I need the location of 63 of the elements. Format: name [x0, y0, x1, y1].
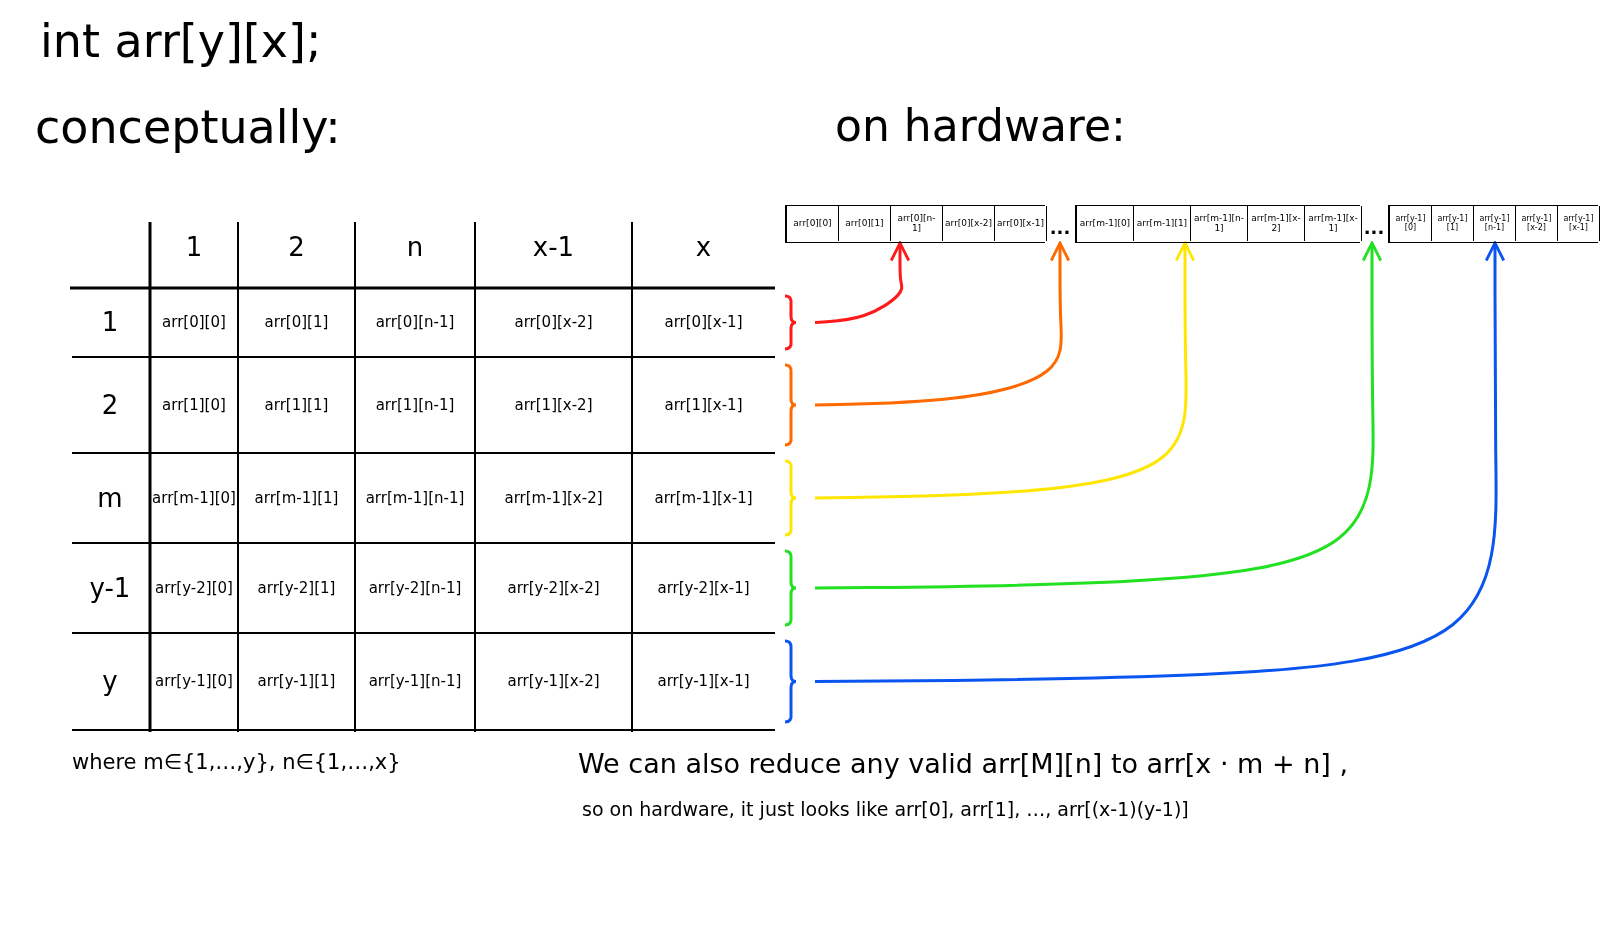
heading: conceptually: — [35, 100, 341, 154]
column-header: x-1 — [531, 232, 576, 262]
table-cell-text: arr[m-1][1] — [253, 487, 340, 509]
table-cell-text: arr[1][x-2] — [513, 394, 594, 416]
memory-cell: arr[0][n-1] — [891, 206, 943, 241]
table-cell-text: arr[m-1][x-1] — [653, 487, 754, 509]
table-cell-text: arr[y-2][1] — [256, 577, 337, 599]
memory-cell: arr[m-1][0] — [1077, 206, 1134, 241]
memory-cell: arr[y-1][x-1] — [1558, 206, 1600, 241]
column-header: x — [694, 232, 713, 262]
row-header: 2 — [100, 388, 120, 422]
table-cell-text: arr[m-1][x-2] — [503, 487, 604, 509]
memory-cell: arr[y-1][n-1] — [1474, 206, 1516, 241]
table-cell-text: arr[1][0] — [161, 394, 227, 416]
arrow — [814, 241, 911, 324]
memory-cell: arr[0][0] — [787, 206, 839, 241]
table-cell-text: arr[y-1][0] — [154, 671, 234, 693]
column-header: 2 — [287, 232, 306, 262]
memory-cell: arr[y-1][0] — [1390, 206, 1432, 241]
memory-cell: arr[m-1][x-2] — [1248, 206, 1305, 241]
title: int arr[y][x]; — [40, 14, 322, 68]
column-header: 1 — [184, 232, 204, 262]
memory-cell: arr[y-1][x-2] — [1516, 206, 1558, 241]
memory-cell: arr[0][x-1] — [995, 206, 1047, 241]
note: so on hardware, it just looks like arr[0], arr[1], …, arr[(x-1)(y-1)] — [582, 798, 1189, 820]
table-cell-text: arr[0][1] — [263, 312, 330, 334]
table-cell-text: arr[0][n-1] — [374, 312, 456, 334]
table-cell-text: arr[m-1][n-1] — [364, 487, 466, 509]
table-cell-text: arr[1][x-1] — [663, 394, 744, 416]
table-cell-text: arr[0][x-1] — [663, 312, 744, 334]
row-header: y — [101, 665, 119, 699]
row-header: 1 — [100, 306, 120, 340]
ellipsis: ... — [1048, 216, 1072, 241]
row-header: m — [96, 481, 124, 515]
memory-cell: arr[y-1][1] — [1432, 206, 1474, 241]
arrow — [814, 241, 1071, 407]
note: We can also reduce any valid arr[M][n] to arr[x · m + n] , — [578, 748, 1348, 779]
ellipsis: ... — [1362, 216, 1386, 241]
table-cell-text: arr[0][0] — [161, 312, 227, 334]
table-cell-text: arr[y-1][x-2] — [506, 671, 601, 693]
memory-cell: arr[0][1] — [839, 206, 891, 241]
table-cell-text: arr[y-2][0] — [154, 577, 234, 599]
table-cell-text: arr[y-1][x-1] — [656, 671, 751, 693]
arrow — [815, 241, 1383, 590]
memory-cell: arr[m-1][n-1] — [1191, 206, 1248, 241]
table-cell-text: arr[y-2][x-1] — [656, 577, 751, 599]
column-header: n — [405, 232, 425, 262]
memory-cell: arr[0][x-2] — [943, 206, 995, 241]
table-cell-text: arr[y-1][1] — [256, 671, 337, 693]
table-cell-text: arr[y-1][n-1] — [367, 671, 463, 693]
table-cell-text: arr[y-2][x-2] — [506, 577, 601, 599]
table-cell-text: arr[m-1][0] — [151, 487, 237, 509]
memory-cell: arr[m-1][x-1] — [1305, 206, 1362, 241]
heading: on hardware: — [835, 100, 1126, 151]
table-cell-text: arr[1][n-1] — [374, 394, 456, 416]
footnote: where m∈{1,…,y}, n∈{1,…,x} — [72, 750, 401, 774]
arrow — [815, 241, 1506, 683]
table-cell-text: arr[y-2][n-1] — [367, 577, 463, 599]
table-cell-text: arr[0][x-2] — [513, 312, 594, 334]
arrow — [815, 241, 1196, 500]
memory-cell: arr[m-1][1] — [1134, 206, 1191, 241]
row-header: y-1 — [88, 571, 132, 605]
table-cell-text: arr[1][1] — [263, 394, 330, 416]
